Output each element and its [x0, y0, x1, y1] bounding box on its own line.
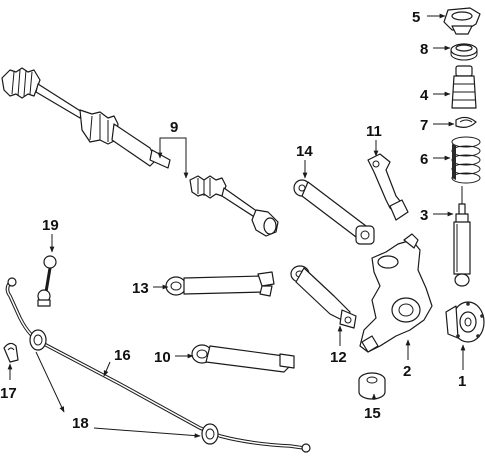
- half-shaft-axle: [1, 67, 171, 169]
- hub-bearing: [445, 301, 485, 343]
- bearing-ring: [450, 43, 478, 61]
- stabilizer-link: [37, 255, 57, 307]
- lower-lateral-arm: [290, 265, 357, 329]
- callout-14: 14: [296, 143, 313, 160]
- leader-lines: [7, 13, 466, 438]
- callout-9: 9: [170, 119, 178, 136]
- callout-10: 10: [154, 349, 171, 366]
- callout-1: 1: [458, 373, 466, 390]
- callout-2: 2: [403, 363, 411, 380]
- callout-13: 13: [132, 280, 149, 297]
- callout-6: 6: [420, 151, 428, 168]
- stabilizer-bushing: [29, 329, 219, 445]
- callout-7: 7: [420, 117, 428, 134]
- spring-mount-insulator: [443, 7, 481, 35]
- knuckle-carrier: [359, 233, 433, 353]
- lower-bushing: [358, 372, 386, 400]
- callout-labels: 5 8 4 7 6 3 1 2 15 12 11 14 13 10 9 19 1…: [0, 9, 466, 432]
- bushing-clamp: [3, 342, 19, 363]
- callout-15: 15: [364, 405, 381, 422]
- callout-17: 17: [0, 385, 17, 402]
- coil-spring: [451, 136, 481, 184]
- callout-8: 8: [420, 41, 428, 58]
- callout-12: 12: [330, 349, 347, 366]
- rear-axle-shaft: [189, 175, 279, 237]
- toe-link: [367, 153, 409, 221]
- callout-18: 18: [72, 415, 89, 432]
- bump-stop-boot: [451, 65, 477, 109]
- callout-11: 11: [366, 123, 382, 140]
- spring-seat-clip: [455, 116, 477, 128]
- shock-absorber: [453, 186, 471, 287]
- callout-4: 4: [420, 87, 429, 104]
- lower-control-arm: [191, 344, 295, 373]
- upper-control-arm: [293, 179, 375, 245]
- callout-3: 3: [420, 207, 428, 224]
- callout-19: 19: [42, 217, 59, 234]
- callout-16: 16: [114, 347, 131, 364]
- callout-5: 5: [412, 9, 420, 26]
- camber-link: [165, 271, 275, 297]
